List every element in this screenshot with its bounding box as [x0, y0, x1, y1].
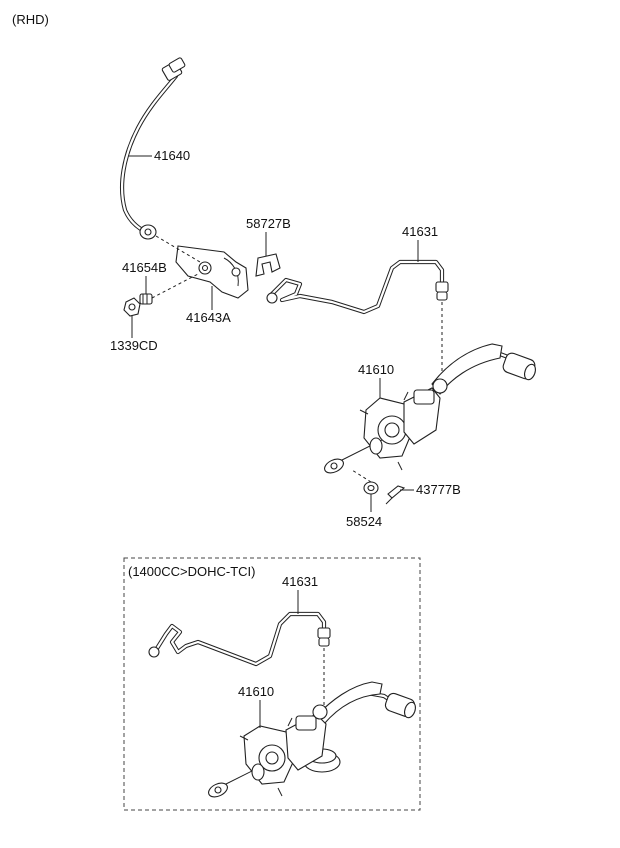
hose-bracket-guide [155, 235, 201, 263]
variant-label: (RHD) [12, 12, 49, 27]
inset-label-41631: 41631 [282, 574, 318, 589]
label-41640: 41640 [154, 148, 190, 163]
label-58524: 58524 [346, 514, 382, 529]
label-41643A: 41643A [186, 310, 231, 325]
nut-guide [151, 273, 199, 299]
clutch-pipe-41631[interactable] [266, 259, 449, 315]
label-58727B: 58727B [246, 216, 291, 231]
inset-title: (1400CC>DOHC-TCI) [128, 564, 256, 579]
label-41631: 41631 [402, 224, 438, 239]
nut-1339CD[interactable] [123, 297, 141, 317]
inset-clutch-pipe-41631[interactable] [148, 611, 331, 667]
label-1339CD: 1339CD [110, 338, 158, 353]
inset-box [123, 557, 421, 811]
inset-clutch-master-cylinder-41610[interactable] [206, 681, 417, 800]
label-41610: 41610 [358, 362, 394, 377]
snap-pin-43777B[interactable] [385, 485, 406, 505]
clutch-hose-41640[interactable] [119, 57, 186, 240]
clip-58727B[interactable] [255, 253, 281, 277]
clutch-master-cylinder-41610[interactable] [322, 343, 537, 476]
washer-guide [351, 469, 372, 483]
inset-label-41610: 41610 [238, 684, 274, 699]
label-41654B: 41654B [122, 260, 167, 275]
washer-58524[interactable] [363, 481, 379, 495]
label-43777B: 43777B [416, 482, 461, 497]
nut-41654B[interactable] [139, 293, 153, 305]
